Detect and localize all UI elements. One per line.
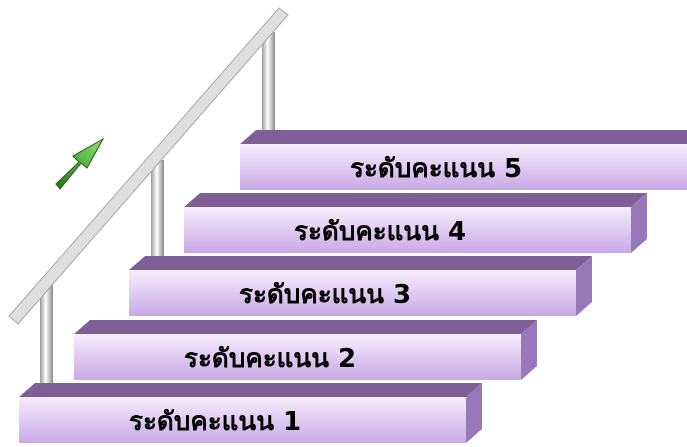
step-front-face <box>184 207 631 253</box>
step-label: ระดับคะแนน 5 <box>350 154 522 184</box>
handrail-bar <box>8 7 289 325</box>
step-label: ระดับคะแนน 3 <box>239 280 411 310</box>
step-side-face <box>576 256 592 316</box>
step-top-face <box>184 193 647 207</box>
handrail-post <box>262 32 275 138</box>
step-2: ระดับคะแนน 2 <box>74 320 537 380</box>
step-front-face <box>240 144 687 190</box>
step-5: ระดับคะแนน 5 <box>240 130 687 190</box>
step-3: ระดับคะแนน 3 <box>129 256 592 316</box>
step-label: ระดับคะแนน 1 <box>129 407 301 437</box>
step-side-face <box>631 193 647 253</box>
step-top-face <box>240 130 687 144</box>
handrail-post <box>40 285 53 395</box>
step-front-face <box>74 334 521 380</box>
step-top-face <box>19 383 482 397</box>
step-top-face <box>129 256 592 270</box>
step-side-face <box>466 383 482 443</box>
handrail-post <box>151 160 164 268</box>
steps-group: ระดับคะแนน 5 ระดับคะแนน 4 ระดับคะแนน 3 ระดั… <box>19 130 687 443</box>
handrail-posts <box>40 32 275 395</box>
step-4: ระดับคะแนน 4 <box>184 193 647 253</box>
up-right-arrow-icon <box>55 137 105 190</box>
step-top-face <box>74 320 537 334</box>
step-front-face <box>19 397 466 443</box>
step-side-face <box>521 320 537 380</box>
step-1: ระดับคะแนน 1 <box>19 383 482 443</box>
step-label: ระดับคะแนน 2 <box>184 344 356 374</box>
step-label: ระดับคะแนน 4 <box>294 217 466 247</box>
step-front-face <box>129 270 576 316</box>
